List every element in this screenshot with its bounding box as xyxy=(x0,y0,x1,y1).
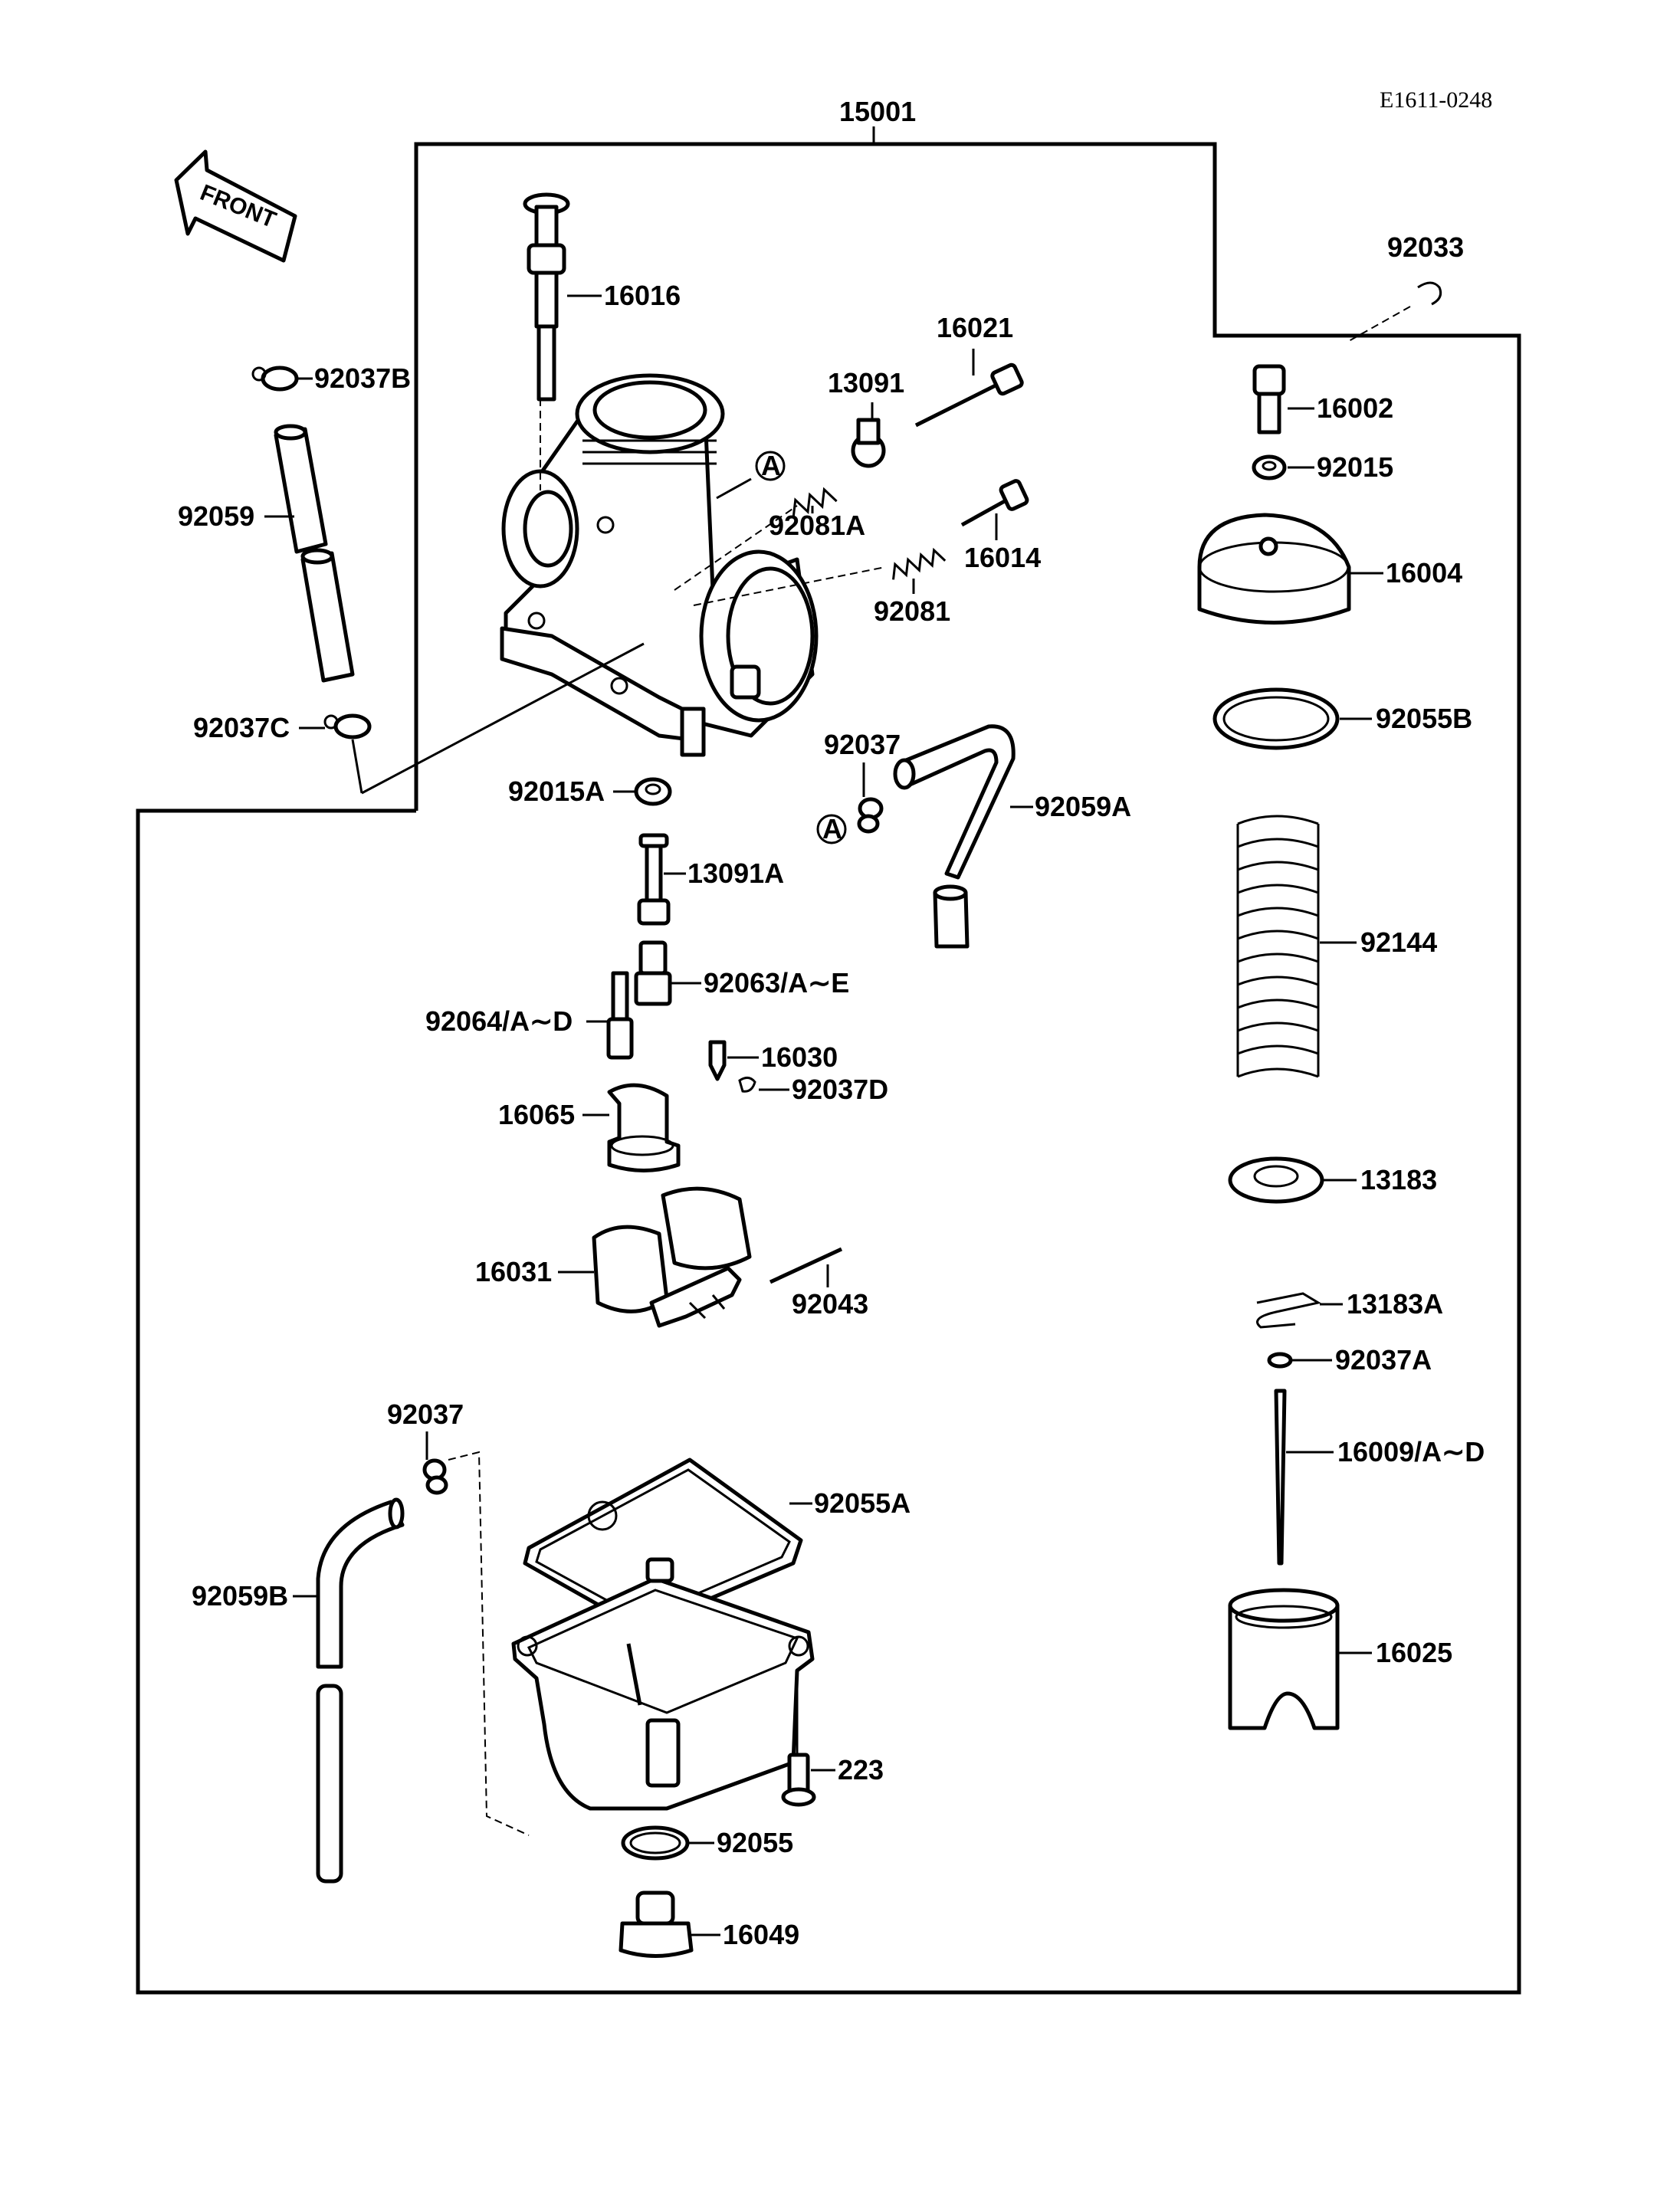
pilot-jet-13091A xyxy=(637,833,686,926)
pin-92043 xyxy=(769,1247,843,1287)
label-92043: 92043 xyxy=(792,1288,868,1320)
clip-92033 xyxy=(1348,281,1442,342)
diagram-code: E1611-0248 xyxy=(1380,87,1492,113)
clip-92037B xyxy=(251,366,313,392)
screw-13091 xyxy=(851,402,886,468)
label-16016: 16016 xyxy=(604,280,681,311)
throttle-valve-16025 xyxy=(1228,1588,1372,1730)
hose-92059 xyxy=(264,424,355,683)
label-92081A: 92081A xyxy=(769,510,865,541)
float-valve-16030 xyxy=(708,1040,759,1081)
label-16021: 16021 xyxy=(937,312,1013,343)
label-92037-lower: 92037 xyxy=(387,1399,464,1430)
label-92037D: 92037D xyxy=(792,1074,888,1105)
label-92015A: 92015A xyxy=(508,776,605,807)
main-jet-92064 xyxy=(586,971,634,1060)
drain-plug-16049 xyxy=(619,1890,720,1958)
nut-92015 xyxy=(1252,454,1314,480)
spring-92144 xyxy=(1236,815,1357,1078)
label-16031: 16031 xyxy=(475,1256,552,1287)
label-92037-upper: 92037 xyxy=(824,729,901,760)
cap-16004 xyxy=(1197,513,1383,625)
label-92059B: 92059B xyxy=(192,1580,288,1612)
svg-text:A: A xyxy=(761,450,781,481)
label-92037B: 92037B xyxy=(314,362,411,394)
float-bowl xyxy=(511,1557,815,1811)
label-16065: 16065 xyxy=(498,1099,575,1130)
label-16004: 16004 xyxy=(1386,557,1462,589)
svg-text:A: A xyxy=(822,813,842,844)
o-ring-92055B xyxy=(1212,687,1372,750)
air-screw-16014 xyxy=(960,479,1029,540)
throttle-stop-screw-16016 xyxy=(523,192,602,402)
needle-jet-92063 xyxy=(634,940,701,1006)
label-92059A: 92059A xyxy=(1035,791,1131,822)
seat-13183 xyxy=(1228,1156,1357,1204)
screw-223 xyxy=(781,1753,835,1807)
jet-needle-16009 xyxy=(1274,1389,1334,1566)
label-16002: 16002 xyxy=(1317,392,1393,424)
baffle-16065 xyxy=(582,1083,681,1172)
hose-92059B xyxy=(293,1497,405,1884)
label-92064: 92064/A∼D xyxy=(425,1005,573,1037)
label-92063: 92063/A∼E xyxy=(704,967,849,998)
label-92144: 92144 xyxy=(1360,926,1437,958)
label-16049: 16049 xyxy=(723,1919,799,1950)
label-92081: 92081 xyxy=(874,595,950,627)
assembly-boundary xyxy=(136,126,1521,1995)
label-92033: 92033 xyxy=(1387,231,1464,263)
label-16009: 16009/A∼D xyxy=(1337,1436,1485,1467)
front-arrow-icon: FRONT xyxy=(174,149,297,263)
spring-92081 xyxy=(892,547,947,594)
assembly-label: 15001 xyxy=(839,96,916,127)
label-13183A: 13183A xyxy=(1347,1288,1443,1320)
label-13091: 13091 xyxy=(828,367,904,398)
ref-marker-a-lower: A xyxy=(816,813,847,844)
label-16030: 16030 xyxy=(761,1041,838,1073)
label-92055A: 92055A xyxy=(814,1487,911,1519)
label-16025: 16025 xyxy=(1376,1637,1452,1668)
clip-13183A xyxy=(1256,1292,1343,1329)
label-92055B: 92055B xyxy=(1376,703,1472,734)
carburetor-body xyxy=(500,373,819,757)
clip-92037-upper xyxy=(857,762,884,834)
hose-92059A xyxy=(893,724,1033,949)
label-223: 223 xyxy=(838,1754,884,1785)
cable-adjuster-16002 xyxy=(1252,364,1314,434)
ref-marker-a-top: A xyxy=(755,450,786,481)
clip-92037-lower xyxy=(422,1431,530,1836)
o-ring-92055 xyxy=(621,1825,714,1861)
label-13183: 13183 xyxy=(1360,1164,1437,1195)
label-16014: 16014 xyxy=(964,542,1041,573)
label-92015: 92015 xyxy=(1317,451,1393,483)
clip-92037D xyxy=(738,1077,789,1093)
label-92059: 92059 xyxy=(178,500,254,532)
clip-92037A xyxy=(1267,1352,1332,1369)
nut-92015A xyxy=(613,777,672,806)
label-92037A: 92037A xyxy=(1335,1344,1432,1376)
label-92055: 92055 xyxy=(717,1827,793,1858)
gasket-92055A xyxy=(523,1458,812,1631)
label-92037C: 92037C xyxy=(193,712,290,743)
float-16031 xyxy=(558,1186,752,1328)
spring-92081A xyxy=(792,487,838,517)
clip-92037C xyxy=(299,713,372,794)
label-13091A: 13091A xyxy=(687,857,784,889)
pilot-screw-16021 xyxy=(914,349,1024,428)
